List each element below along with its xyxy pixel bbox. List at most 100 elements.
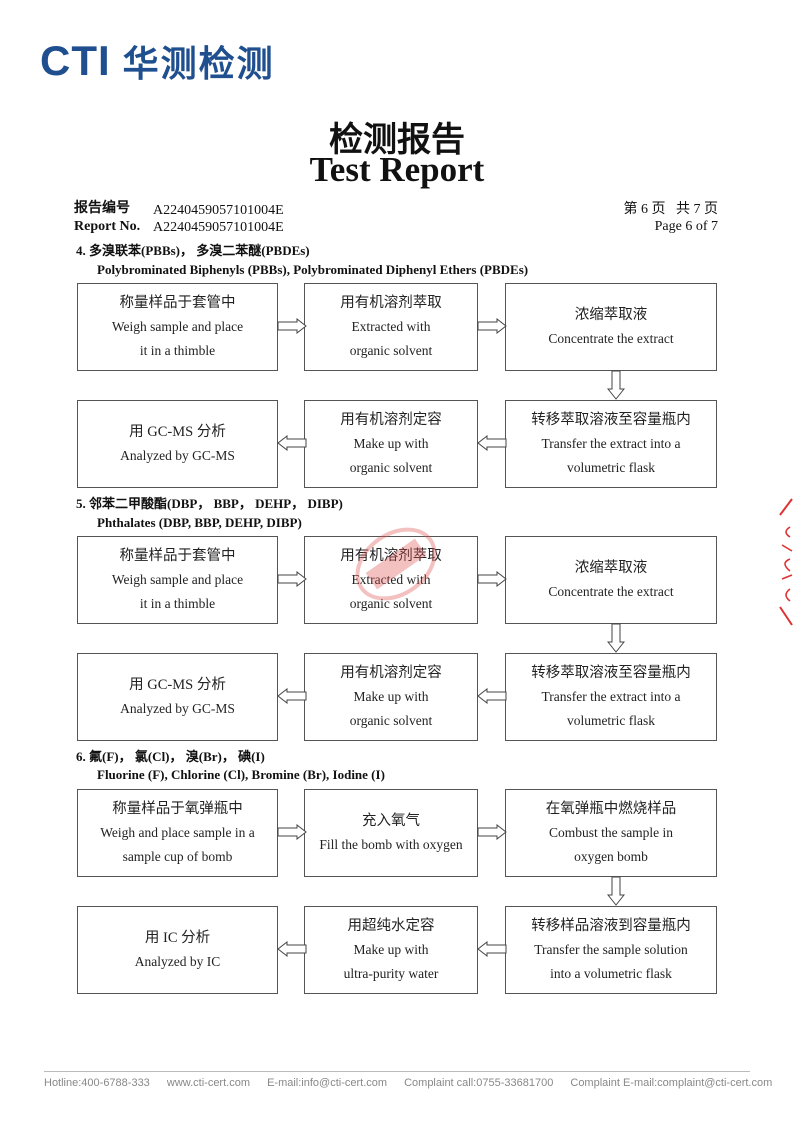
flow-box-en-line1: Extracted with [351, 319, 431, 334]
flow-box-en-line2: oxygen bomb [574, 849, 648, 864]
flow-box-en-line2: volumetric flask [566, 460, 656, 475]
hollow-arrow-left-icon [277, 941, 307, 957]
flow-box-cn: 浓缩萃取液 [574, 560, 648, 576]
page-number-cn: 第 6 页 共 7 页 [623, 202, 719, 217]
flow-box-cn: 称量样品于氧弹瓶中 [112, 801, 243, 817]
flow-box-step-3: 在氧弹瓶中燃烧样品 Combust the sample in oxygen bom… [505, 789, 717, 877]
flow-box-en-line1: Make up with [353, 689, 429, 704]
flow-box-en-line1: Fill the bomb with oxygen [319, 837, 463, 852]
flow-box-cn: 用有机溶剂定容 [340, 412, 442, 428]
hollow-arrow-right-icon [477, 571, 507, 587]
report-no-value-1: A2240459057101004E [153, 203, 284, 218]
hollow-arrow-left-icon [277, 688, 307, 704]
flow-box-en-line2: ultra-purity water [343, 966, 439, 981]
company-logo: CTI 华测检测 [40, 37, 275, 85]
flow-box-cn: 用 IC 分析 [144, 930, 211, 946]
flow-box-step-5: 用超纯水定容 Make up with ultra-purity water [304, 906, 478, 994]
hollow-arrow-left-icon [477, 941, 507, 957]
footer-email[interactable]: E-mail:info@cti-cert.com [267, 1077, 388, 1089]
flow-box-en-line2: organic solvent [349, 460, 433, 475]
hollow-arrow-right-icon [277, 824, 307, 840]
flow-box-cn: 用 GC-MS 分析 [129, 677, 226, 693]
report-no-label-en: Report No. [74, 219, 141, 234]
flow-box-step-2: 用有机溶剂萃取 Extracted with organic solvent [304, 536, 478, 624]
flow-box-en-line2: volumetric flask [566, 713, 656, 728]
flow-box-step-2: 用有机溶剂萃取 Extracted with organic solvent [304, 283, 478, 371]
hollow-arrow-left-icon [477, 688, 507, 704]
flow-box-en-line1: Concentrate the extract [548, 584, 674, 599]
hollow-arrow-left-icon [477, 435, 507, 451]
logo-latin-text: CTI [40, 37, 111, 84]
flow-box-cn: 称量样品于套管中 [119, 548, 236, 564]
report-no-value-2: A2240459057101004E [153, 220, 284, 235]
flow-box-en-line1: Transfer the extract into a [541, 689, 681, 704]
hollow-arrow-down-icon [607, 370, 625, 400]
flow-box-en-line2: organic solvent [349, 343, 433, 358]
flow-box-en-line1: Analyzed by GC-MS [120, 448, 235, 463]
flow-box-en-line2: sample cup of bomb [122, 849, 233, 864]
flow-box-cn: 用有机溶剂萃取 [340, 544, 442, 568]
flow-box-cn: 转移样品溶液到容量瓶内 [531, 918, 691, 934]
flow-box-en-line2: organic solvent [349, 713, 433, 728]
report-title-en: Test Report [309, 150, 485, 189]
flow-box-en-line1: Analyzed by IC [134, 954, 221, 969]
section-4-subtitle: Polybrominated Biphenyls (PBBs), Polybro… [97, 262, 529, 277]
hollow-arrow-right-icon [277, 318, 307, 334]
flow-box-step-3: 浓缩萃取液 Concentrate the extract [505, 283, 717, 371]
flow-box-en-line1: Make up with [353, 436, 429, 451]
report-no-label-cn: 报告编号 [74, 201, 130, 216]
flow-box-step-6: 用 GC-MS 分析 Analyzed by GC-MS [77, 653, 278, 741]
section-6-subtitle: Fluorine (F), Chlorine (Cl), Bromine (Br… [97, 767, 385, 782]
flow-box-en-line1: Weigh and place sample in a [100, 825, 255, 840]
section-5-title: 5. 邻苯二甲酸酯(DBP， BBP， DEHP， DIBP) [76, 496, 343, 511]
flow-box-step-4: 转移萃取溶液至容量瓶内 Transfer the extract into a vo… [505, 653, 717, 741]
flow-box-cn: 转移萃取溶液至容量瓶内 [531, 412, 691, 428]
flow-box-cn: 浓缩萃取液 [574, 307, 648, 323]
flow-box-en-line1: Extracted with [351, 572, 431, 587]
footer-divider [44, 1071, 750, 1072]
flow-box-step-1: 称量样品于套管中 Weigh sample and place it in a th… [77, 283, 278, 371]
side-seal-mark-icon [779, 498, 793, 626]
watermark-stamp-icon [355, 527, 437, 601]
flow-box-en-line2: it in a thimble [139, 343, 216, 358]
flow-box-en-line1: Transfer the extract into a [541, 436, 681, 451]
section-4-title: 4. 多溴联苯(PBBs)， 多溴二苯醚(PBDEs) [76, 243, 310, 258]
footer-complaint-email[interactable]: Complaint E-mail:complaint@cti-cert.com [570, 1077, 773, 1089]
logo-cjk-text: 华测检测 [122, 44, 275, 85]
flow-box-en-line1: Transfer the sample solution [534, 942, 688, 957]
flow-box-step-6: 用 IC 分析 Analyzed by IC [77, 906, 278, 994]
flow-box-step-4: 转移样品溶液到容量瓶内 Transfer the sample solution i… [505, 906, 717, 994]
section-6-title: 6. 氟(F)， 氯(Cl)， 溴(Br)， 碘(I) [76, 749, 265, 764]
flow-box-cn: 用有机溶剂定容 [340, 665, 442, 681]
footer-website[interactable]: www.cti-cert.com [166, 1077, 250, 1089]
report-title-cn: 检测报告 [329, 122, 465, 159]
flow-box-cn: 在氧弹瓶中燃烧样品 [545, 801, 677, 817]
page-number-en: Page 6 of 7 [654, 219, 718, 234]
flow-box-step-5: 用有机溶剂定容 Make up with organic solvent [304, 400, 478, 488]
flow-box-step-4: 转移萃取溶液至容量瓶内 Transfer the extract into a vo… [505, 400, 717, 488]
flow-box-en-line1: Weigh sample and place [111, 319, 244, 334]
footer-hotline: Hotline:400-6788-333 [44, 1077, 150, 1089]
flow-box-en-line1: Combust the sample in [548, 825, 674, 840]
flow-box-cn: 转移萃取溶液至容量瓶内 [531, 665, 691, 681]
hollow-arrow-right-icon [477, 318, 507, 334]
flow-box-en-line2: into a volumetric flask [550, 966, 672, 981]
flow-box-en-line1: Analyzed by GC-MS [120, 701, 235, 716]
flow-box-en-line2: organic solvent [349, 596, 433, 611]
flow-box-en-line2: it in a thimble [139, 596, 216, 611]
flow-box-cn: 用超纯水定容 [347, 918, 435, 934]
hollow-arrow-right-icon [477, 824, 507, 840]
flow-box-cn: 称量样品于套管中 [119, 295, 236, 311]
flow-box-cn: 用有机溶剂萃取 [340, 295, 442, 311]
flow-box-step-3: 浓缩萃取液 Concentrate the extract [505, 536, 717, 624]
footer-complaint-call: Complaint call:0755-33681700 [404, 1077, 554, 1089]
flow-box-step-5: 用有机溶剂定容 Make up with organic solvent [304, 653, 478, 741]
flow-box-step-1: 称量样品于氧弹瓶中 Weigh and place sample in a samp… [77, 789, 278, 877]
flow-box-en-line1: Concentrate the extract [548, 331, 674, 346]
flow-box-en-line1: Make up with [353, 942, 429, 957]
hollow-arrow-left-icon [277, 435, 307, 451]
hollow-arrow-down-icon [607, 876, 625, 906]
footer-contact: Hotline:400-6788-333 www.cti-cert.com E-… [44, 1077, 786, 1089]
